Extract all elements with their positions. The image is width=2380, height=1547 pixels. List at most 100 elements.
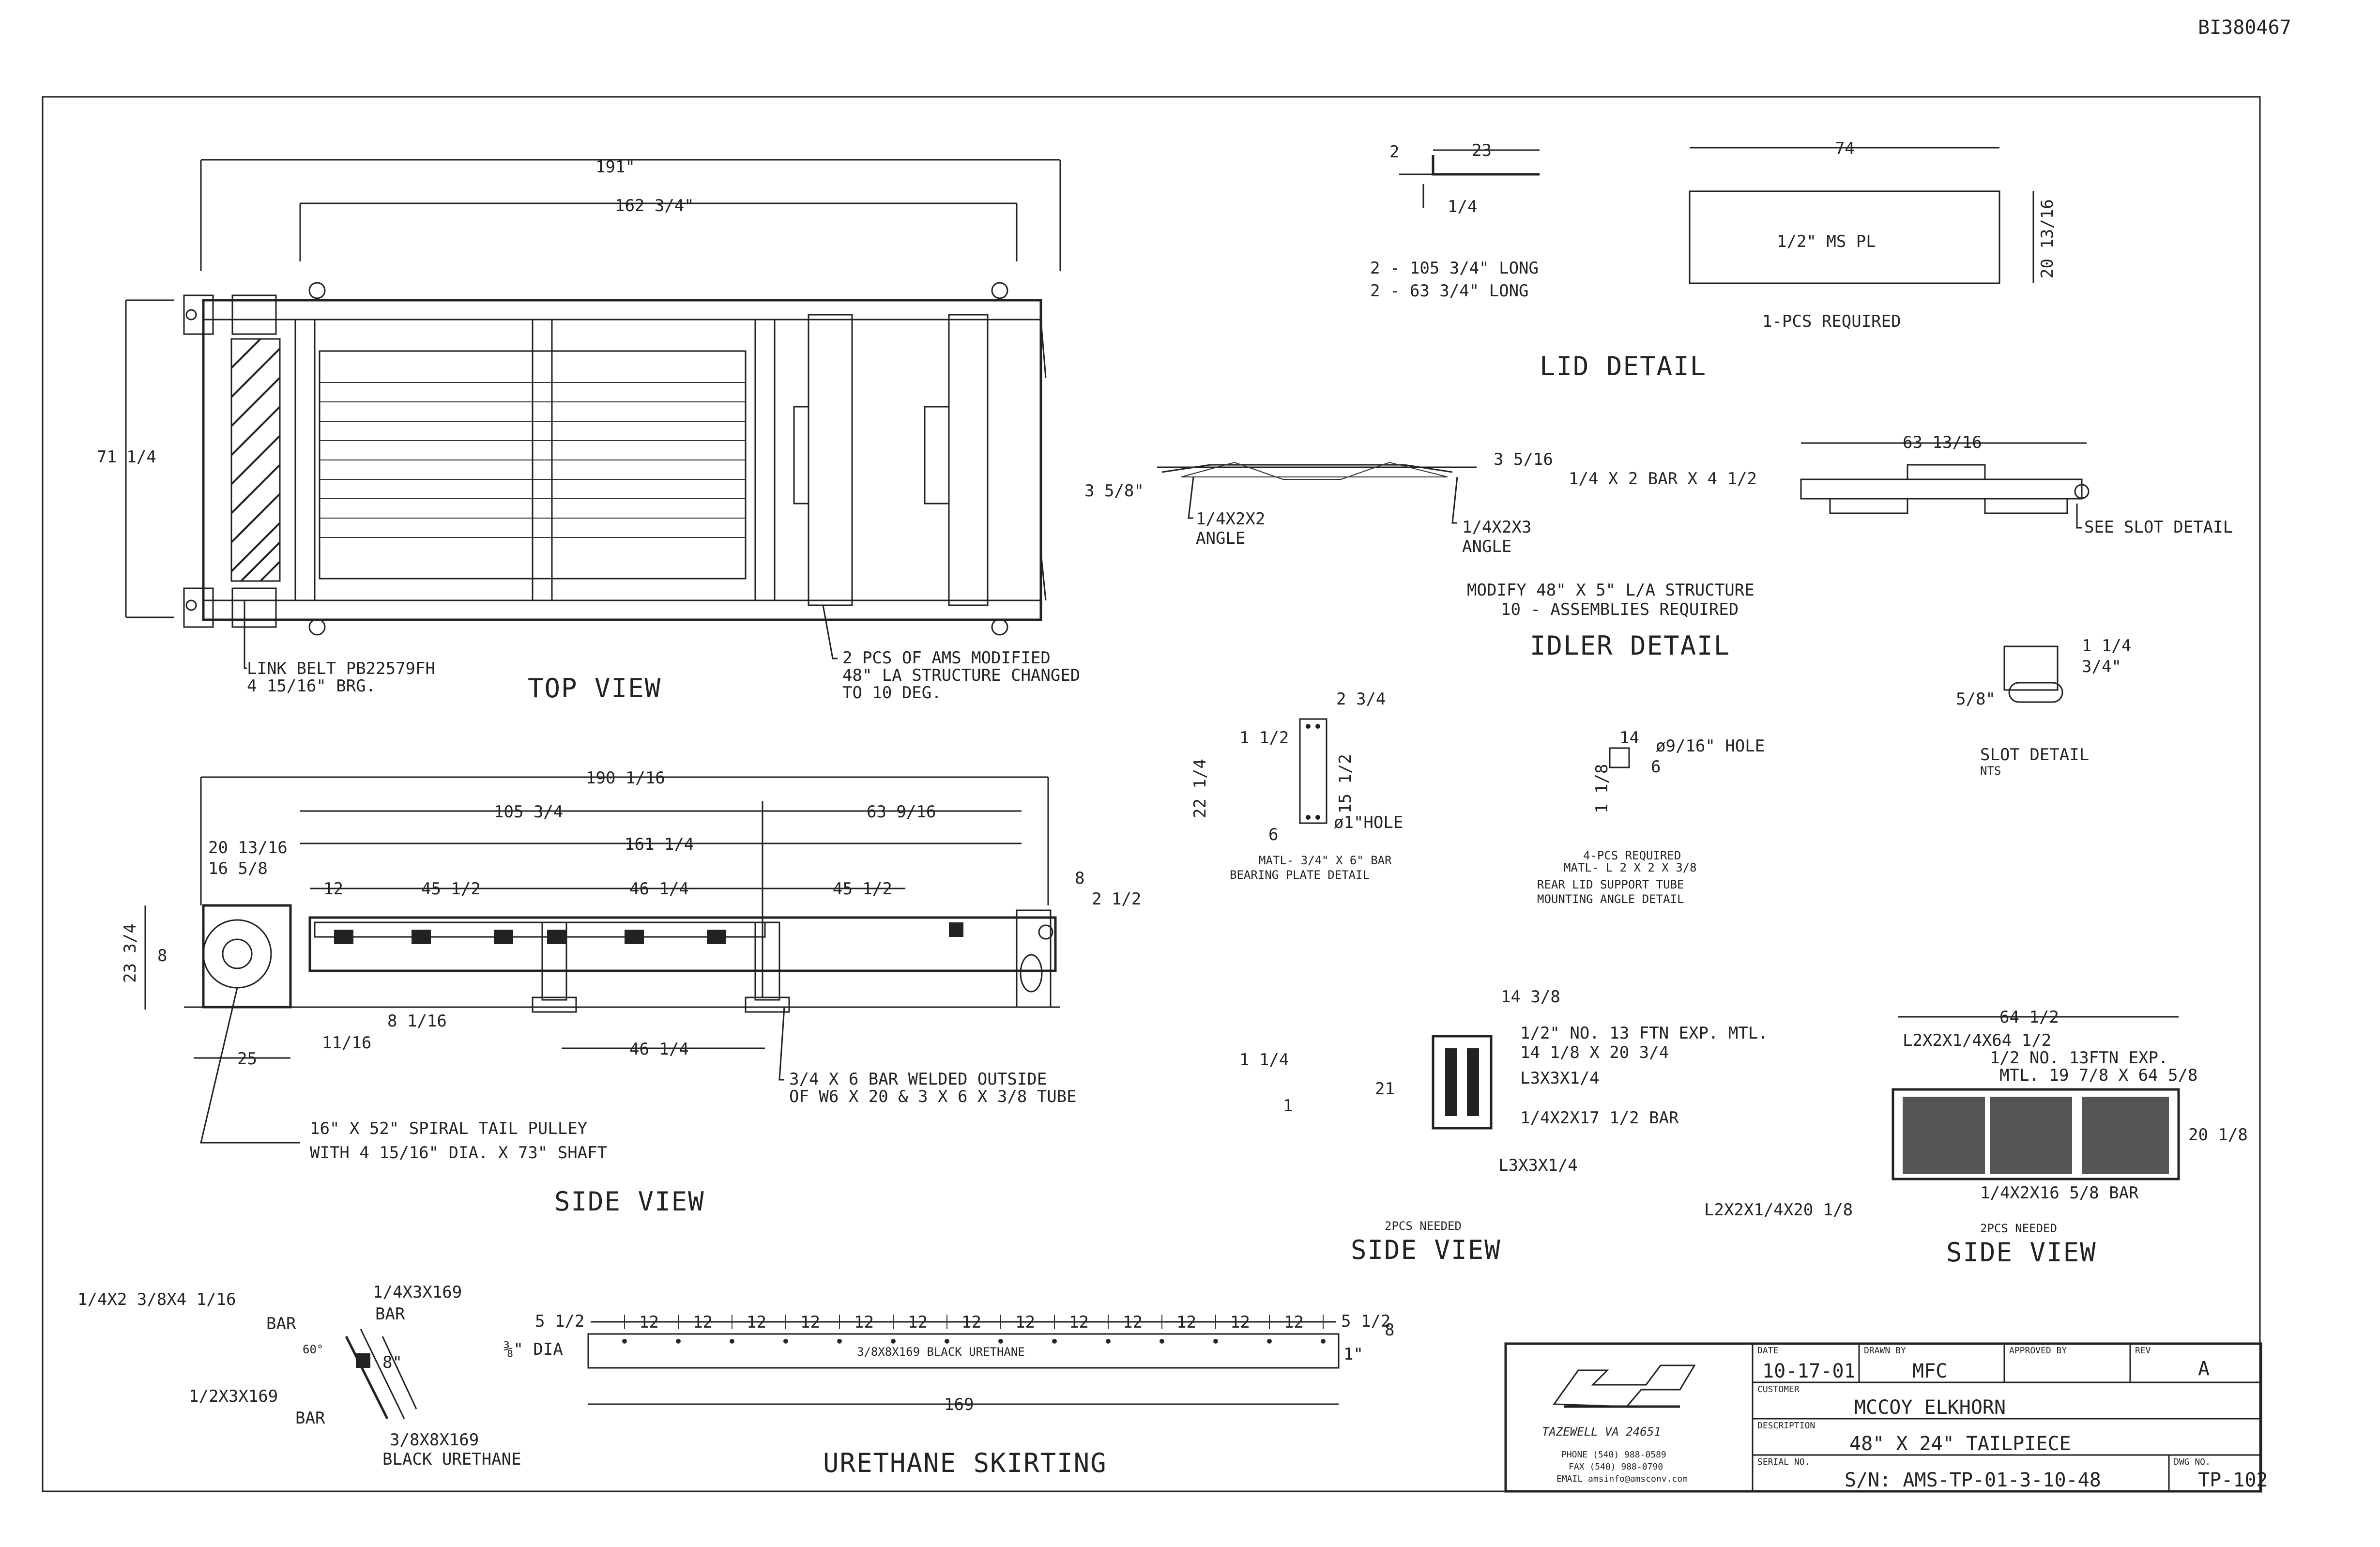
- note-bar-welded-2: OF W6 X 20 & 3 X 6 X 3/8 TUBE: [789, 1087, 1077, 1106]
- dim-side-212: 2 1/2: [1092, 889, 1141, 909]
- skirting-hole: [891, 1339, 896, 1344]
- top-view: 191" 162 3/4" 71 1/4: [97, 157, 1080, 704]
- note-idler-assemblies: 10 - ASSEMBLIES REQUIRED: [1501, 600, 1739, 619]
- skirting-spacing-label: 12: [747, 1313, 766, 1332]
- note-us-bar-1b: BAR: [266, 1314, 296, 1333]
- dim-side-63: 63 9/16: [867, 802, 936, 822]
- dim-rl-118: 1 1/8: [1592, 764, 1612, 813]
- note-angle-2b: ANGLE: [1462, 537, 1511, 556]
- dim-lid-23: 23: [1472, 141, 1492, 160]
- dim-lid-2013: 20 13/16: [2038, 199, 2057, 278]
- skirting-hole: [945, 1339, 949, 1344]
- dim-side-2013: 20 13/16: [208, 838, 288, 858]
- note-us-bar-1: 1/4X2 3/8X4 1/16: [77, 1290, 236, 1309]
- note-us-bar-2b: BAR: [375, 1304, 405, 1324]
- note-svm-mesh-1: 1/2 NO. 13FTN EXP.: [1990, 1048, 2168, 1068]
- dim-slot-114: 1 1/4: [2082, 636, 2131, 656]
- dim-bp-hole: ø1"HOLE: [1334, 813, 1403, 832]
- tb-phone: PHONE (540) 988-0589: [1561, 1450, 1666, 1460]
- skirting-hole: [1052, 1339, 1057, 1344]
- tb-rev: A: [2198, 1358, 2210, 1380]
- skirting-hole: [730, 1339, 734, 1344]
- note-idler-bar: 1/4 X 2 BAR X 4 1/2: [1569, 469, 1757, 489]
- tb-approved-label: APPROVED BY: [2009, 1346, 2067, 1356]
- dim-idler-6313: 63 13/16: [1903, 433, 1982, 452]
- tb-fax: FAX (540) 988-0790: [1569, 1462, 1663, 1472]
- idler-detail-title: IDLER DETAIL: [1530, 630, 1730, 661]
- skirting-hole: [622, 1339, 627, 1344]
- skirting-hole: [1213, 1339, 1218, 1344]
- dim-side-161: 161 1/4: [625, 835, 694, 854]
- tb-description-label: DESCRIPTION: [1757, 1421, 1815, 1431]
- dim-svm-6412: 64 1/2: [1999, 1008, 2059, 1027]
- side-view-mesh: 64 1/2 20 1/8 L2X2X1/4X64 1/2 1/2 NO. 13…: [1704, 1008, 2248, 1268]
- idler-detail: 3 5/8" 3 5/16 1/4X2X2 ANGLE 1/4X2X3 ANGL…: [1084, 433, 2233, 661]
- note-us-dia: ⅜" DIA: [503, 1340, 563, 1359]
- dim-us-169: 169: [944, 1395, 974, 1414]
- tb-date: 10-17-01: [1762, 1360, 1856, 1382]
- note-ams-3: TO 10 DEG.: [842, 683, 942, 703]
- skirting-spacing-label: 12: [1176, 1313, 1196, 1332]
- tb-date-label: DATE: [1757, 1346, 1778, 1356]
- note-lid-long-2: 2 - 63 3/4" LONG: [1370, 281, 1529, 301]
- dim-idler-358: 3 5/8": [1084, 481, 1144, 501]
- dim-side-1658: 16 5/8: [208, 859, 268, 878]
- note-svs-size: 14 1/8 X 20 3/4: [1520, 1043, 1669, 1062]
- skirting-hole: [837, 1339, 842, 1344]
- us-strip-label: 3/8X8X169 BLACK URETHANE: [857, 1345, 1025, 1359]
- dim-idler-3516: 3 5/16: [1494, 450, 1553, 469]
- note-angle-2: 1/4X2X3: [1462, 518, 1531, 537]
- dim-side-overall: 190 1/16: [586, 768, 665, 788]
- note-pulley-1: 16" X 52" SPIRAL TAIL PULLEY: [310, 1119, 587, 1138]
- tb-serial: S/N: AMS-TP-01-3-10-48: [1845, 1469, 2101, 1491]
- note-svm-angle: L2X2X1/4X64 1/2: [1903, 1031, 2051, 1050]
- dim-side-8a: 8: [1075, 869, 1084, 888]
- urethane-skirting-title: URETHANE SKIRTING: [823, 1448, 1107, 1478]
- note-angle-1: 1/4X2X2: [1196, 509, 1265, 529]
- note-us-bar-2: 1/4X3X169: [373, 1283, 462, 1302]
- drawing-id: BI380467: [2198, 16, 2291, 39]
- tb-customer: MCCOY ELKHORN: [1854, 1396, 2006, 1419]
- note-us-8: 8": [382, 1353, 402, 1372]
- dim-slot-58: 5/8": [1956, 689, 1996, 709]
- dim-rl-14: 14: [1619, 728, 1639, 748]
- skirting-spacing-label: 12: [693, 1313, 713, 1332]
- dim-us-1: 1": [1343, 1345, 1363, 1364]
- dim-lid-74: 74: [1835, 139, 1855, 158]
- tb-drawn: MFC: [1912, 1360, 1947, 1382]
- dim-side-8b: 8: [157, 946, 167, 965]
- note-svs-angle-2: L3X3X1/4: [1498, 1156, 1578, 1175]
- note-svs-mesh: 1/2" NO. 13 FTN EXP. MTL.: [1520, 1024, 1768, 1043]
- dim-svs-1: 1: [1283, 1096, 1293, 1116]
- skirting-spacing-label: 12: [639, 1313, 659, 1332]
- skirting-hole: [1321, 1339, 1326, 1344]
- note-pulley-2: WITH 4 15/16" DIA. X 73" SHAFT: [310, 1143, 607, 1163]
- dim-side-45b: 45 1/2: [833, 879, 892, 899]
- dim-top-width: 71 1/4: [97, 447, 156, 467]
- dim-rl-6: 6: [1651, 757, 1661, 777]
- note-angle-1b: ANGLE: [1196, 529, 1245, 548]
- dim-svs-1438: 14 3/8: [1501, 987, 1560, 1007]
- slot-detail: 1 1/4 3/4" 5/8" SLOT DETAIL NTS: [1956, 636, 2131, 778]
- dim-us-512b: 5 1/2: [1341, 1312, 1390, 1331]
- side-view-title: SIDE VIEW: [554, 1186, 705, 1217]
- ams-logo: [1553, 1364, 1696, 1408]
- rl-matl-1: 4-PCS REQUIRED: [1583, 849, 1681, 862]
- svm-title: SIDE VIEW: [1946, 1237, 2097, 1268]
- skirting-spacing-label: 12: [1284, 1313, 1304, 1332]
- tb-dwg-label: DWG NO.: [2174, 1457, 2211, 1467]
- dim-top-overall: 191": [595, 157, 635, 177]
- dim-top-inner: 162 3/4": [615, 196, 694, 215]
- note-svm-mesh-2: MTL. 19 7/8 X 64 5/8: [1999, 1066, 2197, 1085]
- note-svs-bar: 1/4X2X17 1/2 BAR: [1520, 1108, 1679, 1128]
- tb-email: EMAIL amsinfo@amsconv.com: [1556, 1474, 1688, 1484]
- skirting-spacing-label: 12: [1123, 1313, 1143, 1332]
- dim-rl-hole: ø9/16" HOLE: [1656, 736, 1765, 756]
- rear-lid-support-detail: 14 ø9/16" HOLE 6 1 1/8 4-PCS REQUIRED MA…: [1537, 728, 1765, 906]
- lid-detail-title: LID DETAIL: [1540, 351, 1707, 382]
- dim-side-8116: 8 1/16: [387, 1011, 447, 1031]
- tb-serial-label: SERIAL NO.: [1757, 1457, 1810, 1467]
- note-lid-plate: 1/2" MS PL: [1777, 232, 1876, 251]
- note-ams-2: 48" LA STRUCTURE CHANGED: [842, 666, 1080, 685]
- dim-svs-114: 1 1/4: [1239, 1050, 1289, 1070]
